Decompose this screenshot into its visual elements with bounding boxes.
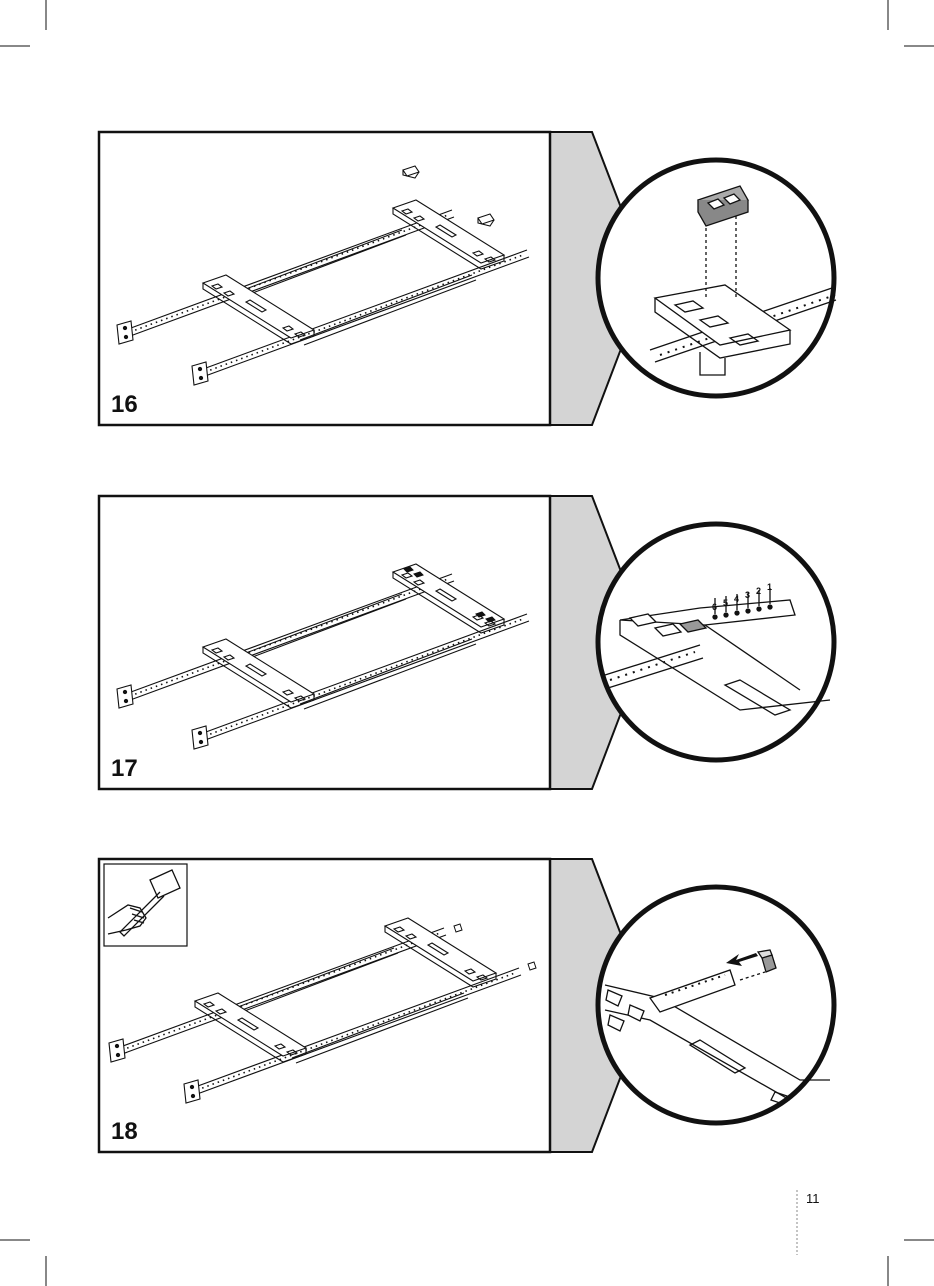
step-18-panel: 18 (99, 859, 834, 1152)
detail-zoom-icon: 6 5 4 3 2 1 (598, 524, 834, 760)
detail-zoom-icon (598, 887, 834, 1123)
step-16-panel: 16 (99, 132, 836, 425)
position-label: 4 (734, 594, 739, 604)
detail-zoom-icon (598, 160, 836, 396)
step-frame (99, 132, 550, 425)
step-number: 17 (111, 755, 138, 782)
position-label: 3 (745, 590, 750, 600)
position-label: 6 (712, 602, 717, 612)
position-label: 5 (723, 598, 728, 608)
step-frame (99, 496, 550, 789)
step-number: 16 (111, 391, 138, 418)
page-number: 11 (806, 1191, 820, 1206)
mallet-icon (104, 864, 187, 946)
step-17-panel: 17 6 5 4 3 (99, 496, 834, 789)
step-number: 18 (111, 1118, 138, 1145)
position-label: 1 (767, 582, 772, 592)
position-label: 2 (756, 586, 761, 596)
